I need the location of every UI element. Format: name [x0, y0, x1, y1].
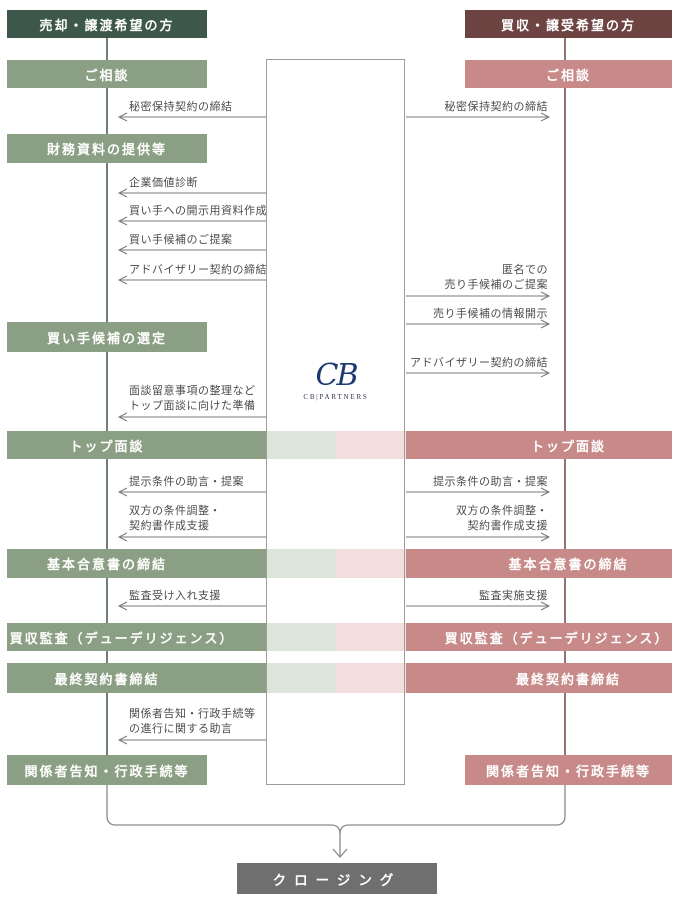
band-center-light-green: [266, 623, 336, 651]
buyer-step-consultation: ご相談: [465, 60, 672, 88]
buyer-header: 買収・譲受希望の方: [465, 10, 672, 38]
seller-arrow-label-advisory-contract: アドバイザリー契約の締結: [129, 264, 267, 276]
band-center-light-pink: [336, 663, 406, 693]
band-center-light-pink: [336, 549, 406, 578]
row-label-due-diligence-left: 買収監査（デューデリジェンス）: [9, 630, 235, 646]
down-arrowhead-icon: [332, 848, 348, 858]
seller-step-financial-documents: 財務資料の提供等: [7, 134, 207, 163]
closing-connector: [106, 785, 566, 858]
seller-step-consultation: ご相談: [7, 60, 207, 88]
seller-arrow-label-terms-advice: 提示条件の助言・提案: [129, 476, 244, 488]
buyer-arrow-label-anonymous-seller-proposal: 匿名での 売り手候補のご提案: [444, 264, 548, 291]
row-band-due-diligence: [0, 623, 680, 651]
band-center-light-green: [266, 663, 336, 693]
seller-arrow-label-disclosure-materials: 買い手への開示用資料作成: [129, 205, 267, 217]
buyer-arrow-label-contract-drafting: 双方の条件調整・ 契約書作成支援: [456, 505, 548, 532]
buyer-arrow-label-terms-advice: 提示条件の助言・提案: [433, 476, 548, 488]
row-label-top-meeting-right: トップ面談: [530, 438, 606, 454]
seller-arrow-label-audit-acceptance: 監査受け入れ支援: [129, 590, 221, 602]
row-band-top-meeting: [0, 431, 680, 459]
row-label-due-diligence-right: 買収監査（デューデリジェンス）: [444, 630, 670, 646]
advisor-lane: [266, 59, 405, 785]
band-right-pink: [406, 549, 672, 578]
band-left-green: [7, 549, 266, 578]
band-left-green: [7, 623, 266, 651]
cb-partners-wordmark: CB|PARTNERS: [303, 393, 369, 401]
seller-arrow-label-procedures-advice: 関係者告知・行政手続等 の進行に関する助言: [129, 708, 256, 735]
band-left-green: [7, 431, 266, 459]
row-label-basic-agreement-right: 基本合意書の締結: [508, 557, 629, 572]
band-right-pink: [406, 663, 672, 693]
buyer-arrow-label-audit-support: 監査実施支援: [479, 590, 548, 602]
seller-arrow-label-nda: 秘密保持契約の締結: [129, 101, 233, 113]
row-label-basic-agreement-left: 基本合意書の締結: [46, 557, 167, 572]
seller-arrow-label-meeting-preparation: 面談留意事項の整理など トップ面談に向けた準備: [129, 385, 256, 412]
row-label-top-meeting-left: トップ面談: [69, 438, 145, 454]
row-band-basic-agreement: [0, 549, 680, 578]
band-center-light-green: [266, 549, 336, 578]
seller-arrow-label-valuation: 企業価値診断: [129, 177, 198, 189]
band-center-light-green: [266, 431, 336, 459]
band-right-pink: [406, 623, 672, 651]
closing-box: クロージング: [237, 863, 437, 894]
buyer-step-notification-procedures: 関係者告知・行政手続等: [465, 755, 672, 785]
row-label-final-contract-right: 最終契約書締結: [515, 671, 621, 687]
band-center-light-pink: [336, 431, 406, 459]
row-band-final-contract: [0, 663, 680, 693]
cb-partners-logo: CB CB|PARTNERS: [266, 358, 406, 402]
seller-step-notification-procedures: 関係者告知・行政手続等: [7, 755, 207, 785]
buyer-arrow-label-seller-info-disclosure: 売り手候補の情報開示: [433, 308, 548, 320]
row-label-final-contract-left: 最終契約書締結: [54, 671, 160, 687]
seller-arrow-label-buyer-proposal: 買い手候補のご提案: [129, 234, 233, 246]
buyer-arrow-label-advisory-contract: アドバイザリー契約の締結: [410, 357, 548, 369]
band-right-pink: [406, 431, 672, 459]
seller-arrow-label-contract-drafting: 双方の条件調整・ 契約書作成支援: [129, 505, 221, 532]
band-center-light-pink: [336, 623, 406, 651]
buyer-arrow-label-nda: 秘密保持契約の締結: [444, 101, 548, 113]
seller-header: 売却・譲渡希望の方: [7, 10, 207, 38]
band-left-green: [7, 663, 266, 693]
cb-monogram-icon: CB: [315, 358, 359, 393]
seller-step-buyer-candidate-selection: 買い手候補の選定: [7, 322, 207, 352]
